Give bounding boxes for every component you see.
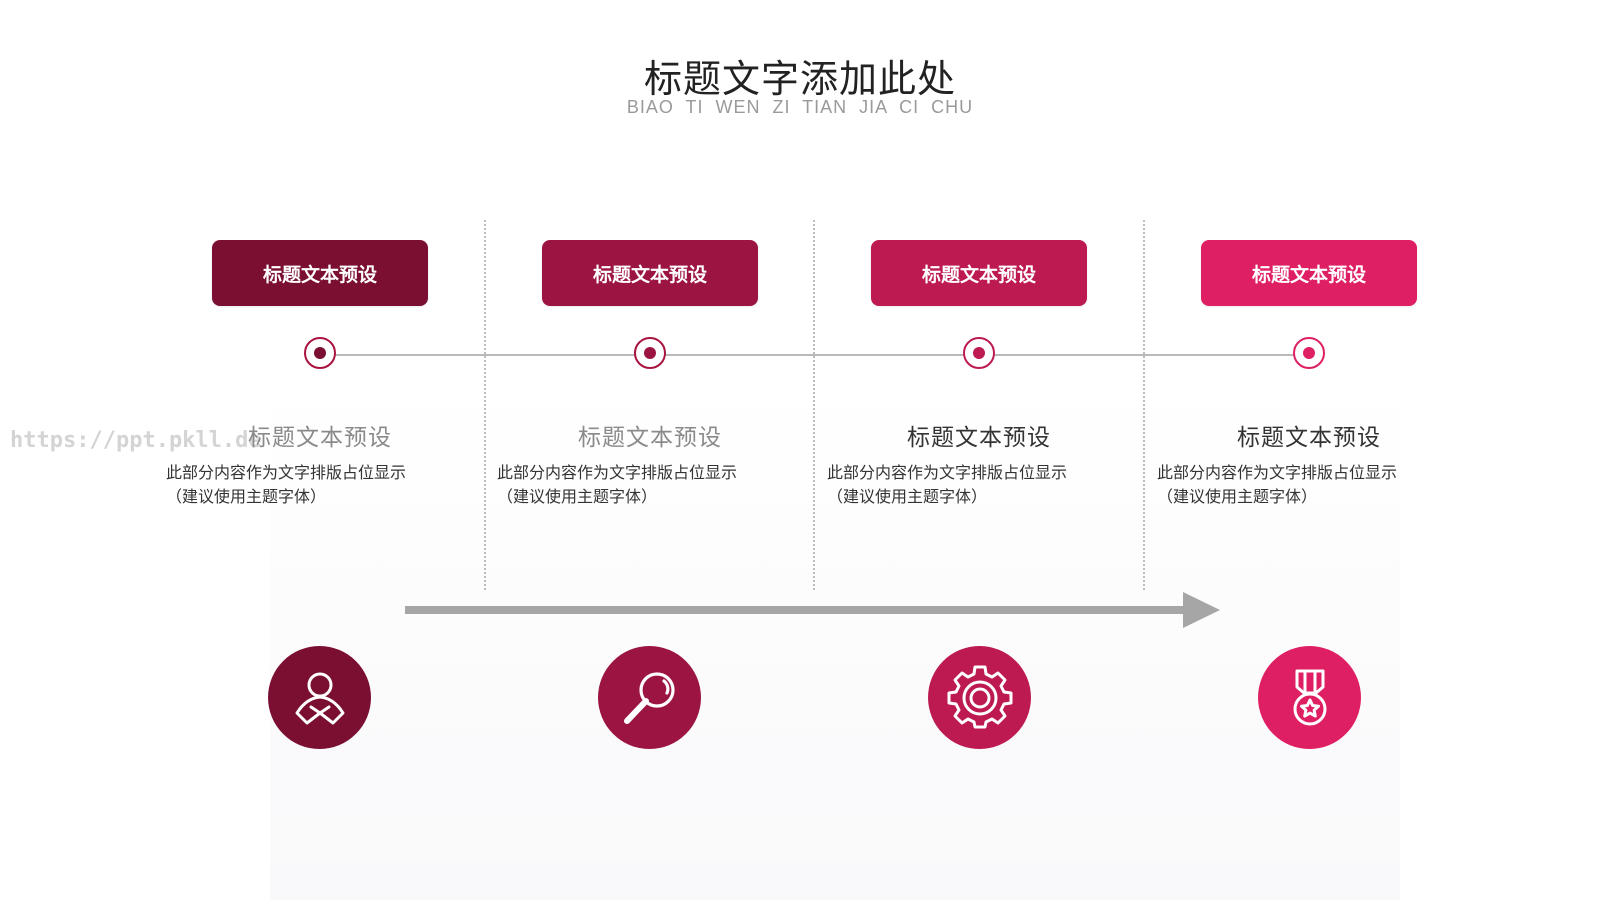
step-4-desc-line2: （建议使用主题字体） <box>1157 487 1318 506</box>
step-4-timeline-node <box>1293 337 1325 369</box>
progress-arrow <box>405 592 1220 628</box>
column-divider <box>1143 220 1145 590</box>
step-3-desc-line1: 此部分内容作为文字排版占位显示 <box>827 463 1068 482</box>
step-1-desc-line1: 此部分内容作为文字排版占位显示 <box>166 463 407 482</box>
step-2-desc-line1: 此部分内容作为文字排版占位显示 <box>497 463 738 482</box>
medal-icon <box>1293 669 1326 725</box>
step-3-title: 标题文本预设 <box>907 425 1051 451</box>
step-4-description: 此部分内容作为文字排版占位显示 （建议使用主题字体） <box>1157 461 1427 509</box>
step-2-title: 标题文本预设 <box>578 425 722 451</box>
step-1-label-button[interactable]: 标题文本预设 <box>212 240 428 306</box>
step-3-desc-line2: （建议使用主题字体） <box>827 487 988 506</box>
gear-icon <box>947 665 1012 728</box>
column-divider <box>484 220 486 590</box>
step-1-icon-badge <box>268 646 371 749</box>
column-divider <box>813 220 815 590</box>
user-icon <box>295 672 344 724</box>
timeline-line <box>320 354 1310 356</box>
step-2-label-button[interactable]: 标题文本预设 <box>542 240 758 306</box>
watermark-text: https://ppt.pkll.de <box>10 428 262 453</box>
search-icon <box>623 671 675 724</box>
step-4-desc-line1: 此部分内容作为文字排版占位显示 <box>1157 463 1398 482</box>
step-1-timeline-node <box>304 337 336 369</box>
step-4-icon-badge <box>1258 646 1361 749</box>
step-1-description: 此部分内容作为文字排版占位显示 （建议使用主题字体） <box>166 461 436 509</box>
background-panel <box>270 380 1400 900</box>
step-2-icon-badge <box>598 646 701 749</box>
step-3-description: 此部分内容作为文字排版占位显示 （建议使用主题字体） <box>827 461 1097 509</box>
step-1-title: 标题文本预设 <box>248 425 392 451</box>
step-4-title: 标题文本预设 <box>1237 425 1381 451</box>
page-title: 标题文字添加此处 <box>643 57 956 101</box>
page-subtitle: BIAO TI WEN ZI TIAN JIA CI CHU <box>626 97 974 117</box>
step-2-desc-line2: （建议使用主题字体） <box>497 487 658 506</box>
step-4-label-button[interactable]: 标题文本预设 <box>1201 240 1417 306</box>
step-3-timeline-node <box>963 337 995 369</box>
step-3-label-button[interactable]: 标题文本预设 <box>871 240 1087 306</box>
step-3-icon-badge <box>928 646 1031 749</box>
step-1-desc-line2: （建议使用主题字体） <box>166 487 327 506</box>
step-2-description: 此部分内容作为文字排版占位显示 （建议使用主题字体） <box>497 461 767 509</box>
step-2-timeline-node <box>634 337 666 369</box>
